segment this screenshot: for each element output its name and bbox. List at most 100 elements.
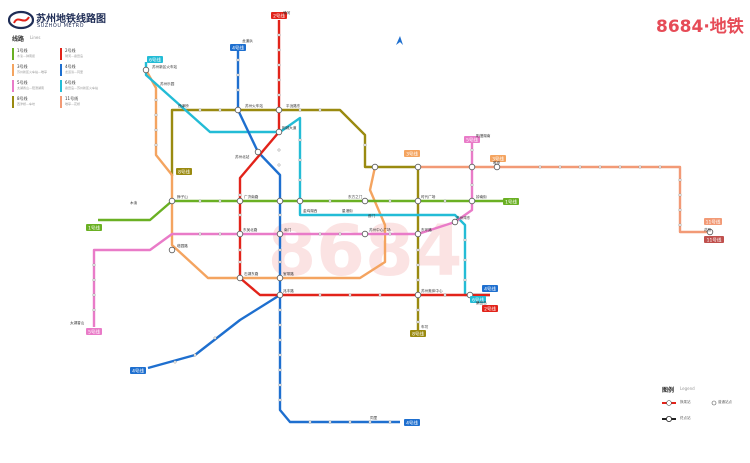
- badge-line11-terminal[interactable]: 11号线: [704, 236, 724, 244]
- line11-route: [418, 165, 710, 234]
- station-transfer[interactable]: [414, 291, 422, 299]
- badge-label: 4号线: [406, 420, 418, 427]
- legend-item-name: 11号线: [65, 96, 79, 101]
- legend-item-desc: 桑田岛—苏州新区火车站: [65, 86, 99, 90]
- badge-label: 1号线: [88, 225, 100, 232]
- station-label: 钟南街: [476, 194, 487, 199]
- station-transfer[interactable]: [414, 163, 422, 171]
- station-label: 车坊: [421, 324, 429, 329]
- badge-label: 8号线: [178, 169, 190, 176]
- station-transfer[interactable]: [236, 274, 244, 282]
- station-transfer[interactable]: [275, 106, 283, 114]
- station-transfer[interactable]: [142, 66, 150, 74]
- station-transfer[interactable]: [296, 197, 304, 205]
- line5-swatch: [12, 80, 14, 92]
- legend-item-desc: 西津桥—车坊: [17, 102, 36, 106]
- station-label: 东环路: [421, 227, 432, 232]
- badge-line2-north[interactable]: 2号线: [271, 12, 287, 20]
- station-label: 时代广场: [421, 194, 436, 199]
- station-transfer[interactable]: [254, 148, 262, 156]
- station-transfer[interactable]: [276, 274, 284, 282]
- station-label: 塔园路: [177, 243, 188, 248]
- station-transfer[interactable]: [234, 106, 242, 114]
- station-transfer[interactable]: [275, 128, 283, 136]
- station-label: 石湖东路: [244, 271, 259, 276]
- station-transfer[interactable]: [168, 246, 176, 254]
- legend-item-desc: 太湖香山—阳澄湖南: [17, 86, 45, 90]
- station-transfer[interactable]: [468, 197, 476, 205]
- badge-line1-west[interactable]: 1号线: [86, 224, 102, 232]
- legend-item-name: 5号线: [17, 80, 28, 85]
- map-legend-terminal-label: 终点站: [680, 416, 691, 420]
- legend-item-name: 4号线: [65, 64, 76, 69]
- badge-line6-north[interactable]: 6号线: [147, 56, 163, 64]
- station-label: 苏州中心广场: [369, 227, 391, 232]
- legend-item-line1[interactable]: 1号线 木渎—钟南街: [12, 48, 52, 62]
- legend-item-line3[interactable]: 3号线 苏州新区火车站—唯亭: [12, 64, 52, 78]
- station-transfer[interactable]: [236, 197, 244, 205]
- legend-item-line6[interactable]: 6号线 桑田岛—苏州新区火车站: [60, 80, 100, 94]
- station-label: 苏州新区火车站: [152, 64, 178, 69]
- legend-item-desc: 唯亭—花桥: [65, 102, 81, 106]
- station-transfer[interactable]: [361, 230, 369, 238]
- page-title: 苏州地铁线路图: [36, 14, 106, 25]
- badge-line11-east[interactable]: 11号线: [704, 218, 722, 226]
- terminal-station-icon: [666, 415, 672, 422]
- badge-line5-west[interactable]: 5号线: [86, 328, 102, 336]
- station-transfer[interactable]: [706, 228, 714, 236]
- badge-label: 2号线: [484, 306, 496, 313]
- station-label: 南门: [284, 227, 292, 232]
- station-transfer[interactable]: [414, 230, 422, 238]
- badge-line5-north[interactable]: 5号线: [464, 136, 480, 144]
- legend-item-desc: 龙道浜—同里: [65, 70, 84, 74]
- badge-line4-east[interactable]: 4号线: [482, 285, 498, 293]
- legend-item-line11[interactable]: 11号线 唯亭—花桥: [60, 96, 100, 110]
- badge-line2-east[interactable]: 2号线: [482, 305, 498, 313]
- legend-item-line2[interactable]: 2号线 骑河—桑田岛: [60, 48, 100, 62]
- station-transfer[interactable]: [414, 197, 422, 205]
- station-label: 东方之门: [348, 194, 363, 199]
- station-label: 东吴北路: [243, 227, 258, 232]
- station-label: 苏州北站: [235, 154, 250, 159]
- transfer-station-icon: [666, 400, 672, 406]
- station-transfer[interactable]: [168, 197, 176, 205]
- station-transfer[interactable]: [468, 163, 476, 171]
- badge-line4-southwest[interactable]: 4号线: [130, 367, 146, 375]
- badge-label: 4号线: [484, 286, 496, 293]
- badge-line4-south[interactable]: 4号线: [404, 419, 420, 427]
- badge-line6-east[interactable]: 6号线: [470, 296, 486, 304]
- page-subtitle: SUZHOU METRO: [37, 23, 85, 29]
- station-transfer[interactable]: [451, 218, 459, 226]
- legend-item-name: 8号线: [17, 96, 28, 101]
- badge-line3-east[interactable]: 3号线: [490, 155, 506, 163]
- station-transfer[interactable]: [371, 163, 379, 171]
- station-label: 狮子山: [177, 194, 188, 199]
- line4-swatch: [60, 64, 62, 76]
- regular-stations: [92, 33, 682, 424]
- station-label: 平泷路东: [286, 103, 301, 108]
- station-transfer[interactable]: [493, 163, 501, 171]
- station-transfer[interactable]: [361, 197, 369, 205]
- legend-item-line4[interactable]: 4号线 龙道浜—同里: [60, 64, 100, 78]
- station-label: 苏州湾东: [456, 215, 471, 220]
- station-label: 苏州乐园: [160, 81, 175, 86]
- badge-line8-south[interactable]: 8号线: [410, 330, 426, 338]
- line3-swatch: [12, 64, 14, 76]
- station-transfer[interactable]: [276, 197, 284, 205]
- map-legend-title-en: Legend: [680, 386, 695, 391]
- brand-logo[interactable]: 8684·地铁: [656, 17, 744, 37]
- line6-swatch: [60, 80, 62, 92]
- station-transfer[interactable]: [276, 291, 284, 299]
- badge-line1-east[interactable]: 1号线: [503, 198, 519, 206]
- badge-line8-west[interactable]: 8号线: [176, 168, 192, 176]
- badge-line4-north[interactable]: 4号线: [230, 44, 246, 52]
- legend-item-line5[interactable]: 5号线 太湖香山—阳澄湖南: [12, 80, 52, 94]
- legend-item-line8[interactable]: 8号线 西津桥—车坊: [12, 96, 52, 110]
- station-label: 葑门: [368, 213, 376, 218]
- transfer-stations: [142, 66, 714, 299]
- station-transfer[interactable]: [276, 230, 284, 238]
- station-transfer[interactable]: [236, 230, 244, 238]
- station-label: 苏州火车站: [245, 103, 263, 108]
- badge-line3-north[interactable]: 3号线: [404, 150, 420, 158]
- station-label: 花桥: [704, 227, 712, 232]
